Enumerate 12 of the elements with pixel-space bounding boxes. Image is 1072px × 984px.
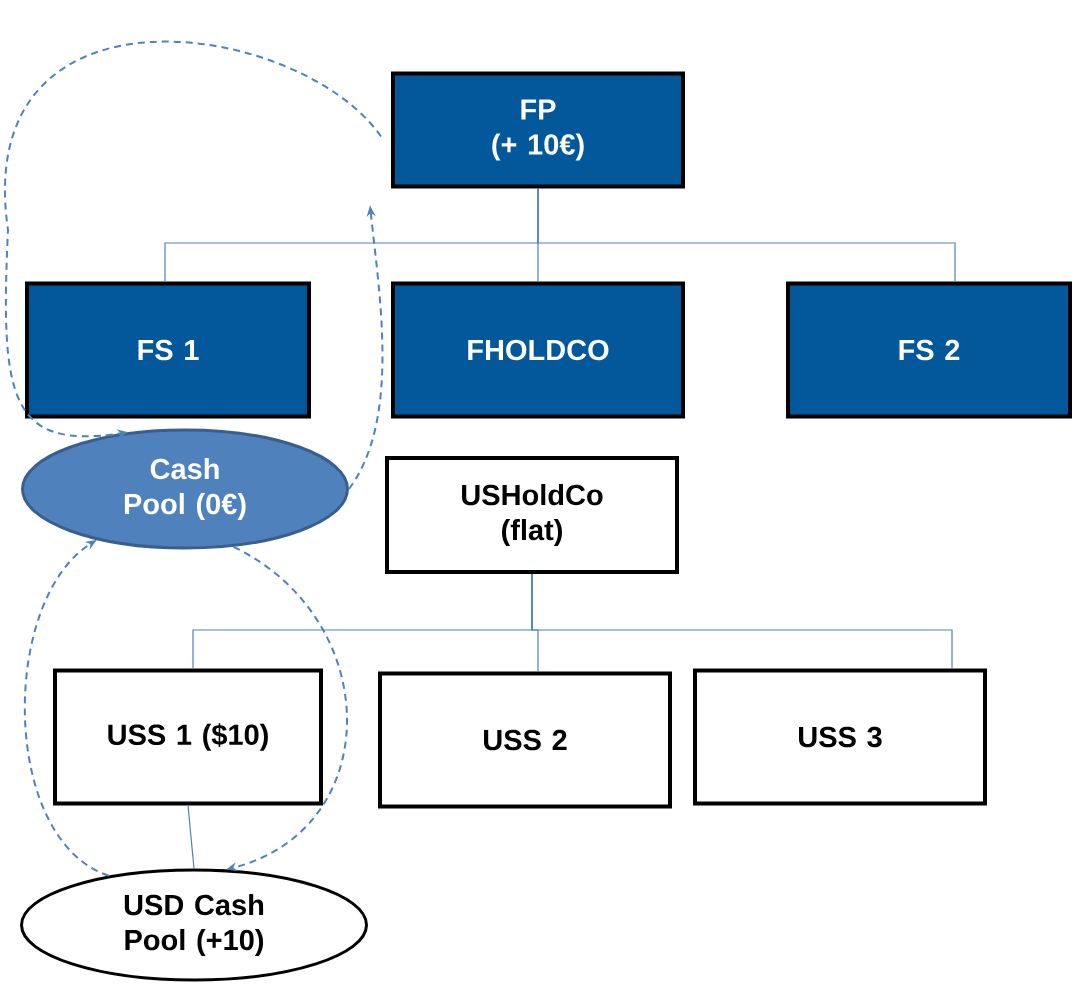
company-box: USS 2 bbox=[378, 671, 672, 809]
connector-line bbox=[537, 187, 956, 283]
connector-line bbox=[187, 804, 195, 870]
company-box: FS 2 bbox=[786, 281, 1072, 419]
company-box: FHOLDCO bbox=[391, 281, 685, 419]
company-box: FS 1 bbox=[25, 281, 311, 419]
company-box: FP (+ 10€) bbox=[391, 71, 685, 189]
company-box: USS 3 bbox=[693, 668, 987, 806]
dashed-arrow bbox=[23, 540, 110, 877]
company-box: USHoldCo (flat) bbox=[385, 456, 679, 574]
company-box: USS 1 ($10) bbox=[53, 668, 323, 806]
connector-line bbox=[531, 573, 953, 670]
